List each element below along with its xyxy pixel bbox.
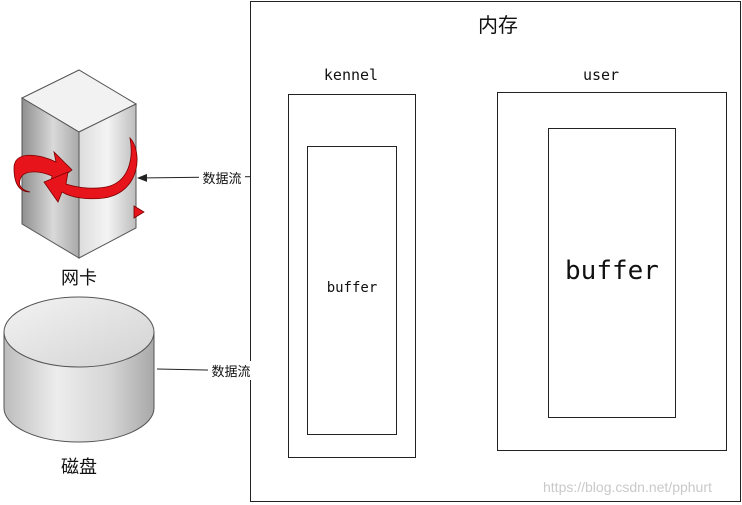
nic-flow-label: 数据流 (199, 168, 245, 187)
kernel-buffer (307, 146, 397, 435)
disk-icon (3, 296, 155, 443)
disk-label: 磁盘 (61, 457, 97, 478)
user-buffer-label: buffer (565, 256, 659, 286)
watermark: https://blog.csdn.net/pphurt (543, 479, 712, 495)
network-card-icon (20, 69, 138, 259)
disk-flow-label: 数据流 (208, 361, 254, 380)
user-buffer (548, 128, 676, 418)
nic-label: 网卡 (61, 268, 97, 289)
memory-title: 内存 (478, 13, 518, 37)
kernel-buffer-label: buffer (326, 280, 378, 296)
kernel-title: kennel (323, 66, 379, 84)
rotation-arrows-icon (13, 136, 145, 219)
user-title: user (582, 66, 620, 84)
